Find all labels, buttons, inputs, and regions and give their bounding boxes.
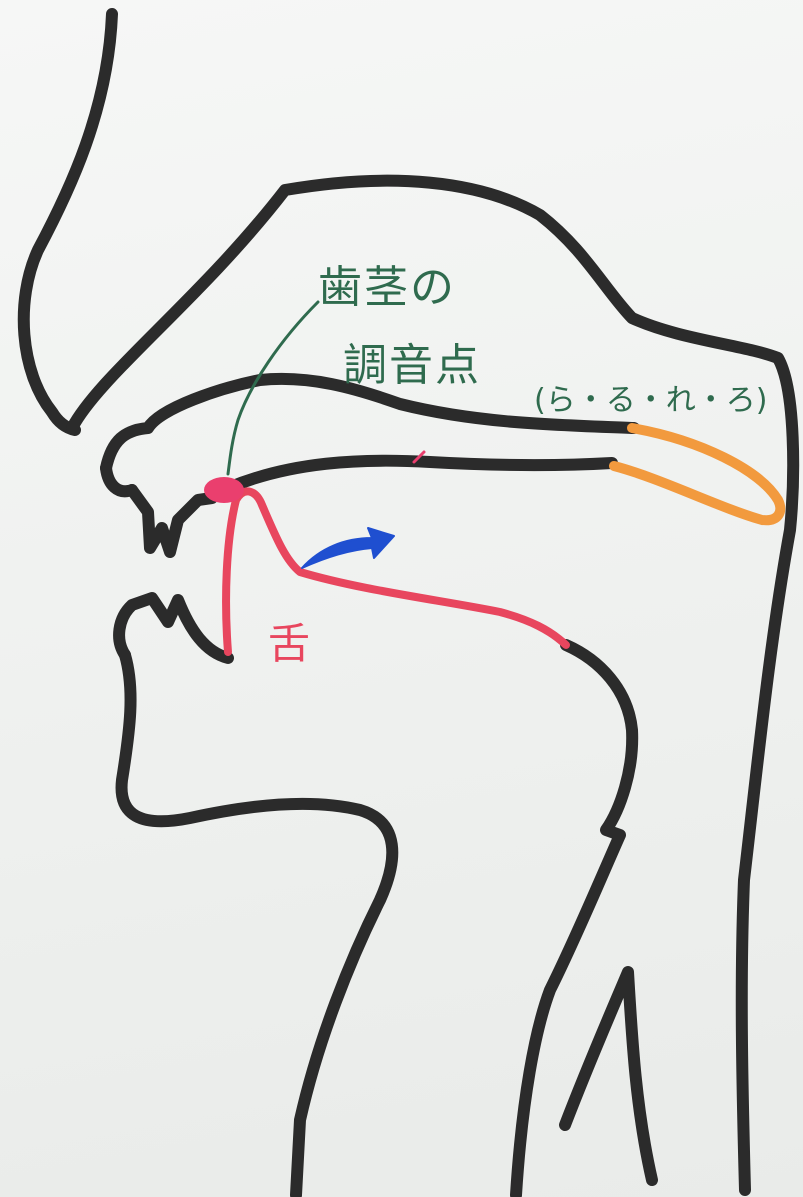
lower-teeth xyxy=(119,598,228,658)
label-line-2: 調音点 xyxy=(343,340,481,391)
arrow-icon xyxy=(302,528,394,568)
upper-teeth xyxy=(132,490,212,552)
sounds-label: (ら・る・れ・ろ) xyxy=(534,383,767,418)
hard-palate-outline xyxy=(228,461,612,488)
chin-outline xyxy=(122,655,393,1195)
label-line-1: 歯茎の xyxy=(318,262,456,313)
epiglottis xyxy=(565,972,652,1180)
nasal-cavity-outline xyxy=(72,181,793,1190)
dot-icon xyxy=(204,477,244,503)
tongue-label: 舌 xyxy=(268,619,310,668)
face-outline xyxy=(24,14,112,430)
soft-palate xyxy=(614,428,780,520)
